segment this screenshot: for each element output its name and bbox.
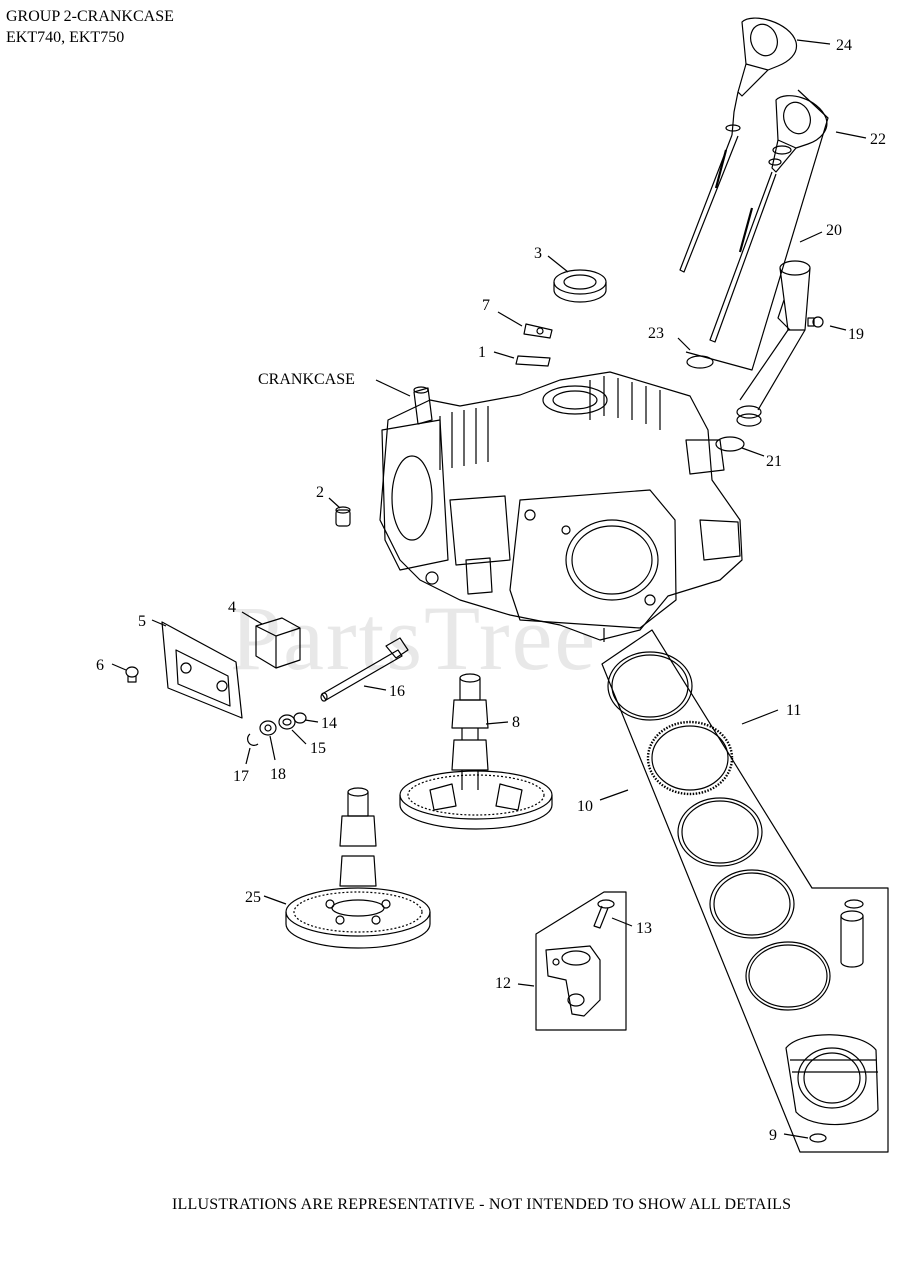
callout-11[interactable]: 11 [786, 702, 801, 719]
part-25-camshaft[interactable] [285, 787, 431, 949]
wrist-pin[interactable] [840, 899, 864, 968]
part-24-dipstick[interactable] [679, 17, 798, 273]
crankcase-block[interactable] [379, 371, 743, 642]
callout-5[interactable]: 5 [138, 613, 146, 630]
group-title: GROUP 2-CRANKCASE [6, 8, 174, 25]
part-16-governor-shaft[interactable] [320, 637, 409, 702]
callout-22[interactable]: 22 [870, 131, 886, 148]
part-22-dipstick-tube[interactable] [685, 89, 829, 371]
part-14-washer[interactable] [293, 712, 307, 724]
part-11-ring-set[interactable] [607, 651, 831, 1011]
callout-13[interactable]: 13 [636, 920, 652, 937]
callout-6[interactable]: 6 [96, 657, 104, 674]
model-numbers: EKT740, EKT750 [6, 29, 125, 46]
part-1-bracket[interactable] [515, 355, 551, 367]
callout-10[interactable]: 10 [577, 798, 593, 815]
callout-24[interactable]: 24 [836, 37, 852, 54]
part-13-bolt[interactable] [593, 899, 615, 929]
callout-15[interactable]: 15 [310, 740, 326, 757]
part-7-bracket[interactable] [523, 323, 553, 339]
part-17-retainer[interactable] [247, 733, 259, 746]
rod-group-frame [535, 891, 627, 1031]
part-21-o-ring[interactable] [715, 436, 745, 452]
callout-9[interactable]: 9 [769, 1127, 777, 1144]
part-6-screw[interactable] [125, 666, 139, 683]
callout-21[interactable]: 21 [766, 453, 782, 470]
callout-23[interactable]: 23 [648, 325, 664, 342]
piston[interactable] [785, 1034, 879, 1126]
callout-8[interactable]: 8 [512, 714, 520, 731]
part-20-tube[interactable] [736, 260, 811, 427]
callout-4[interactable]: 4 [228, 599, 236, 616]
callout-14[interactable]: 14 [321, 715, 337, 732]
callout-12[interactable]: 12 [495, 975, 511, 992]
callout-7[interactable]: 7 [482, 297, 490, 314]
part-5-gasket[interactable] [161, 621, 243, 719]
diagram-header: GROUP 2-CRANKCASE EKT740, EKT750 [6, 6, 174, 48]
disclaimer-footer: ILLUSTRATIONS ARE REPRESENTATIVE - NOT I… [172, 1196, 792, 1213]
part-15-seal[interactable] [278, 714, 296, 730]
callout-17[interactable]: 17 [233, 768, 249, 785]
part-8-camshaft[interactable] [399, 673, 553, 830]
part-19-screw[interactable] [807, 316, 824, 328]
callout-crankcase[interactable]: CRANKCASE [258, 371, 355, 388]
part-18-washer[interactable] [259, 720, 277, 736]
callout-16[interactable]: 16 [389, 683, 405, 700]
part-12-connecting-rod[interactable] [545, 945, 601, 1017]
callout-25[interactable]: 25 [245, 889, 261, 906]
part-2-dowel[interactable] [335, 506, 351, 527]
callout-3[interactable]: 3 [534, 245, 542, 262]
callout-20[interactable]: 20 [826, 222, 842, 239]
callout-19[interactable]: 19 [848, 326, 864, 343]
leader-lines [111, 39, 867, 1139]
callout-18[interactable]: 18 [270, 766, 286, 783]
callout-1[interactable]: 1 [478, 344, 486, 361]
part-3-oil-seal[interactable] [553, 269, 607, 303]
part-9-retainer[interactable] [809, 1133, 827, 1143]
callout-2[interactable]: 2 [316, 484, 324, 501]
piston-group-frame [601, 629, 889, 1153]
part-4-filter[interactable] [255, 617, 301, 669]
part-23-o-ring[interactable] [686, 355, 714, 369]
